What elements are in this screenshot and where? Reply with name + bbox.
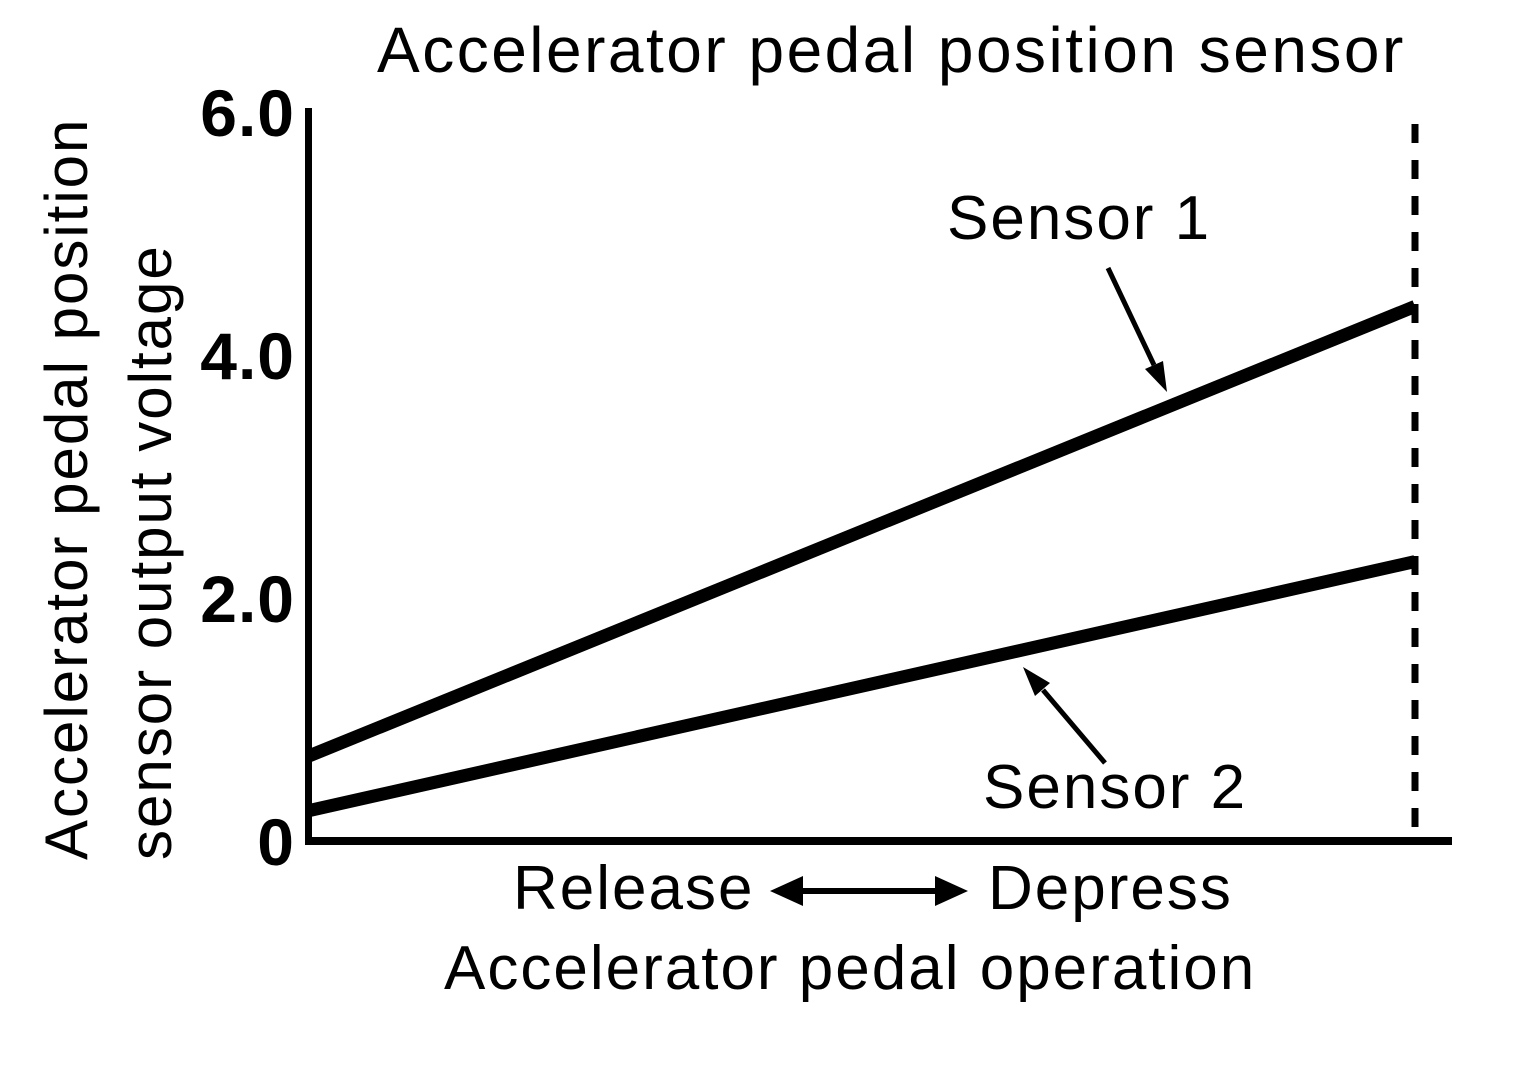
y-tick-label-2.0: 2.0 [200, 562, 295, 636]
x-axis-note-release: Release [513, 854, 755, 923]
sensor-1-arrowhead-icon [1145, 361, 1167, 392]
y-tick-label-6.0: 6.0 [200, 76, 295, 150]
sensor-1-arrow-icon [1105, 266, 1167, 392]
sensor-2-arrow-icon [1023, 667, 1107, 765]
sensor-2-arrow-shaft [1041, 688, 1107, 765]
y-tick-label-0: 0 [257, 805, 295, 879]
release-depress-double-arrow-icon [770, 876, 968, 906]
x-axis-title: Accelerator pedal operation [444, 934, 1257, 1003]
sensor-1-arrow-shaft [1105, 266, 1157, 367]
series-line-1 [306, 300, 1418, 762]
y-axis-title-line-2: sensor output voltage [117, 244, 184, 860]
left-arrowhead-icon [770, 876, 803, 906]
sensor-2-arrowhead-icon [1023, 667, 1050, 696]
chart-title: Accelerator pedal position sensor [377, 14, 1406, 86]
series-label-sensor-1: Sensor 1 [947, 184, 1212, 253]
right-arrowhead-icon [935, 876, 968, 906]
series-line-2 [307, 555, 1417, 817]
series-label-sensor-2: Sensor 2 [983, 753, 1248, 822]
series-lines-group [306, 300, 1418, 817]
x-axis-note-depress: Depress [988, 854, 1233, 923]
y-axis-title-line-1: Accelerator pedal position [33, 117, 100, 860]
y-axis-title: Accelerator pedal position sensor output… [25, 40, 193, 860]
y-tick-label-4.0: 4.0 [200, 319, 295, 393]
